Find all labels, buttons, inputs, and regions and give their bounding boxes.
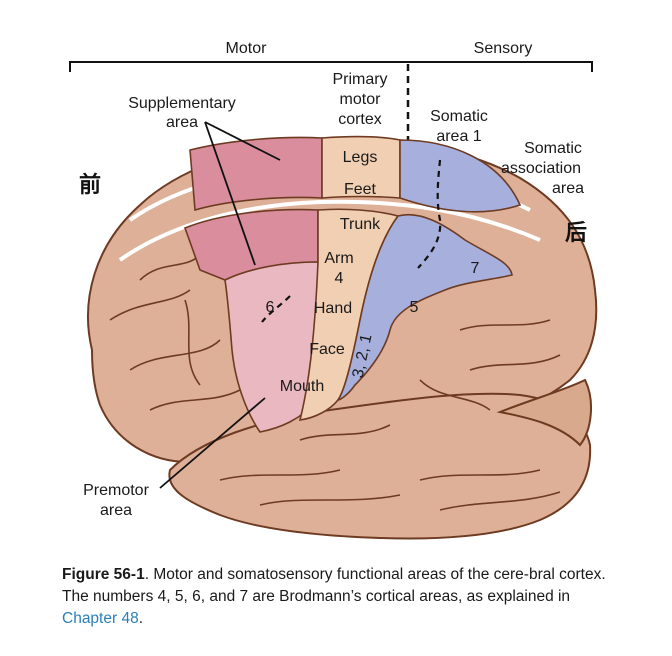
sensory-heading: Sensory (474, 40, 533, 57)
mouth-label: Mouth (280, 378, 324, 395)
premotor-label-1: Premotor (83, 482, 149, 499)
cerebellum (496, 378, 592, 447)
motor-heading: Motor (226, 40, 268, 57)
supplementary-label-1: Supplementary (128, 95, 236, 112)
somatic-label-1: Somatic (430, 108, 488, 125)
caption-figure-label: Figure 56-1 (62, 566, 145, 583)
primary-label-2: motor (340, 91, 382, 108)
figure-caption: Figure 56-1. Motor and somatosensory fun… (62, 564, 622, 630)
somatic-area-top (399, 139, 522, 213)
area-5-label: 5 (410, 299, 419, 316)
somatic-label-2: area 1 (436, 128, 481, 145)
premotor-area (224, 261, 319, 433)
header-brackets (69, 61, 593, 72)
caption-text-2: . (138, 610, 144, 627)
caption-chapter-link[interactable]: Chapter 48 (62, 610, 139, 627)
primary-label-1: Primary (332, 71, 387, 88)
trunk-label: Trunk (340, 216, 381, 233)
association-label-1: Somatic (524, 140, 582, 157)
caption-text-1: . Motor and somatosensory functional are… (62, 566, 606, 605)
premotor-label-2: area (100, 502, 132, 519)
somatic-area-main (336, 213, 513, 401)
association-label-3: area (552, 180, 584, 197)
premotor-regions (183, 136, 323, 433)
face-label: Face (309, 341, 345, 358)
dashed-boundaries (261, 159, 442, 323)
leader-lines (159, 121, 281, 489)
sensory-regions (336, 139, 522, 401)
area-7-label: 7 (471, 260, 480, 277)
legs-label: Legs (343, 149, 378, 166)
back-label: 后 (565, 221, 587, 246)
front-label: 前 (79, 172, 101, 198)
association-label-2: association (501, 160, 581, 177)
arm-label: Arm (324, 250, 353, 267)
area-6-label: 6 (266, 299, 275, 316)
gyri (109, 254, 561, 511)
primary-label-3: cortex (338, 111, 382, 128)
primary-motor-strip (298, 135, 401, 421)
supplementary-label-2: area (166, 114, 198, 131)
feet-label: Feet (344, 181, 377, 198)
hand-label: Hand (314, 300, 352, 317)
area-4-label: 4 (335, 270, 344, 287)
